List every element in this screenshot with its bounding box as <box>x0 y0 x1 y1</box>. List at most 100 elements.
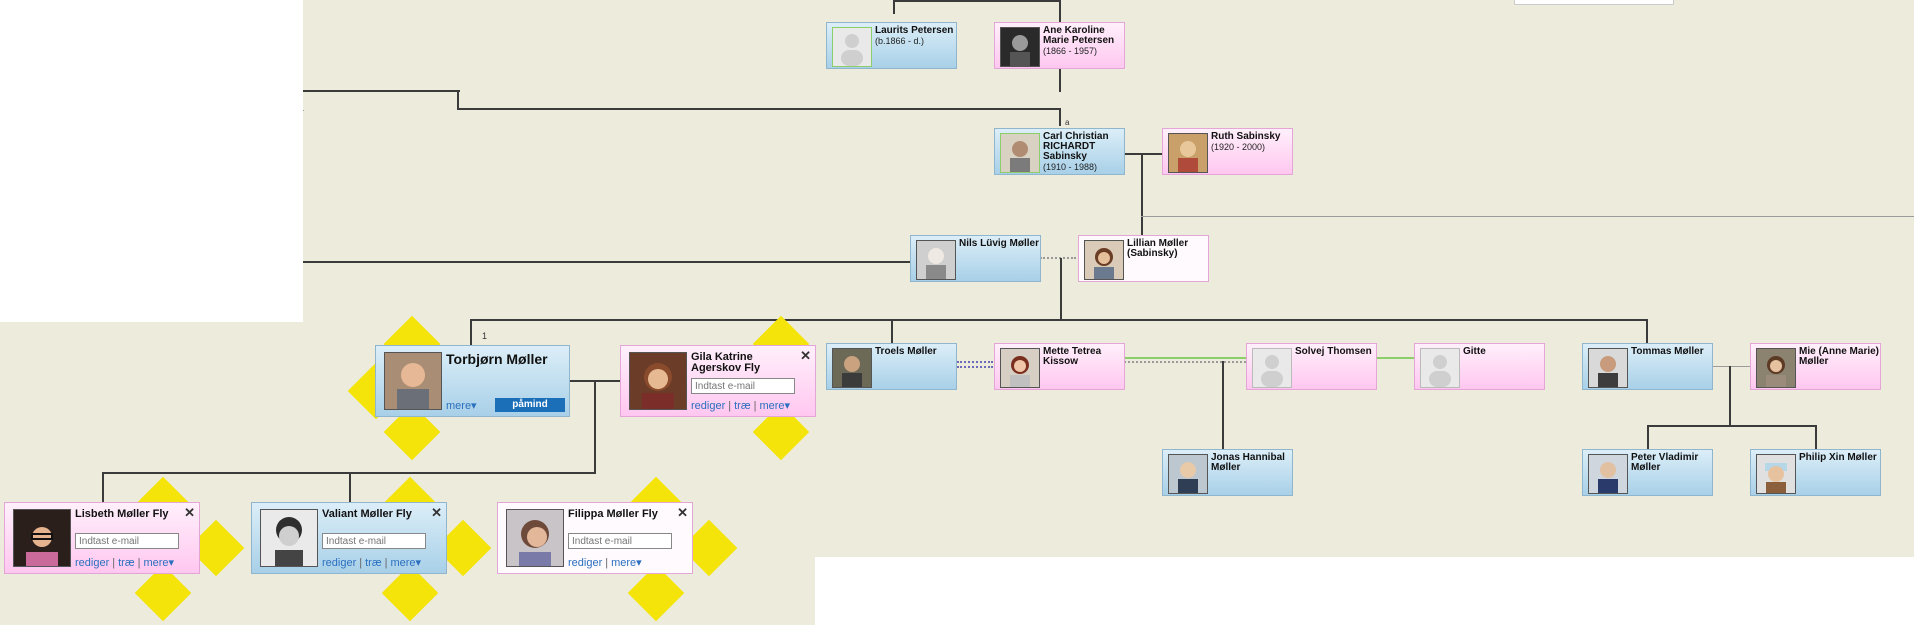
connector <box>303 261 910 263</box>
partner-link <box>1124 361 1246 363</box>
tree-link[interactable]: træ <box>734 400 751 412</box>
person-dates: (1910 - 1988) <box>1043 162 1098 172</box>
more-menu-link[interactable]: mere▾ <box>611 557 642 569</box>
edit-link[interactable]: rediger <box>75 557 110 569</box>
person-photo <box>1756 348 1796 388</box>
close-icon[interactable]: ✕ <box>800 348 811 363</box>
person-card-troels[interactable]: Troels Møller <box>826 343 957 390</box>
person-photo <box>260 509 318 567</box>
person-card-mette[interactable]: Mette Tetrea Kissow <box>994 343 1125 390</box>
person-name: Mie (Anne Marie) Møller <box>1799 346 1880 367</box>
person-card-jonas[interactable]: Jonas Hannibal Møller <box>1162 449 1293 496</box>
connector <box>303 110 304 111</box>
person-name: Peter Vladimir Møller <box>1631 452 1699 473</box>
person-photo <box>1000 133 1040 173</box>
close-icon[interactable]: ✕ <box>184 505 195 520</box>
close-icon[interactable]: ✕ <box>431 505 442 520</box>
email-field[interactable] <box>322 533 426 549</box>
partner-link <box>1376 357 1414 359</box>
person-card-philip[interactable]: Philip Xin Møller <box>1750 449 1881 496</box>
person-card-tommas[interactable]: Tommas Møller <box>1582 343 1713 390</box>
person-name: Ruth Sabinsky <box>1211 131 1281 142</box>
person-name: Mette Tetrea Kissow <box>1043 346 1102 367</box>
person-card-ane[interactable]: Ane Karoline Marie Petersen(1866 - 1957) <box>994 22 1125 69</box>
connector <box>1124 153 1162 155</box>
person-photo <box>506 509 564 567</box>
person-card-ruth[interactable]: Ruth Sabinsky(1920 - 2000) <box>1162 128 1293 175</box>
connector <box>1729 366 1731 426</box>
connector <box>457 90 459 110</box>
remind-button[interactable]: påmind <box>495 398 565 412</box>
person-card-carl[interactable]: Carl Christian RICHARDT Sabinsky(1910 - … <box>994 128 1125 175</box>
person-dates: (1920 - 2000) <box>1211 142 1266 152</box>
connector <box>893 0 1061 2</box>
person-name: Philip Xin Møller <box>1799 452 1877 463</box>
person-name: Lisbeth Møller Fly <box>75 508 169 520</box>
person-card-torbjorn[interactable]: Torbjørn Møller mere▾ påmind <box>375 345 570 417</box>
person-name: Gitte <box>1463 346 1486 357</box>
person-photo <box>1588 454 1628 494</box>
person-name: Nils Lüvig Møller <box>959 238 1040 249</box>
separator: | <box>359 557 363 569</box>
person-card-lisbeth[interactable]: Lisbeth Møller Fly ✕ rediger|træ|mere▾ <box>4 502 200 574</box>
more-menu-link[interactable]: mere▾ <box>390 557 422 569</box>
person-silhouette-icon <box>1420 348 1460 388</box>
person-photo <box>1588 348 1628 388</box>
edit-link[interactable]: rediger <box>322 557 357 569</box>
email-field[interactable] <box>691 378 795 394</box>
connector <box>891 319 893 343</box>
person-photo <box>1168 454 1208 494</box>
connector <box>102 472 104 502</box>
person-name: Troels Møller <box>875 346 937 357</box>
person-name: Filippa Møller Fly <box>568 508 658 520</box>
separator: | <box>728 400 732 412</box>
connector <box>1060 258 1062 321</box>
person-card-lillian[interactable]: Lillian Møller (Sabinsky) <box>1078 235 1209 282</box>
person-card-gitte[interactable]: Gitte <box>1414 343 1545 390</box>
person-photo <box>13 509 71 567</box>
person-card-peter[interactable]: Peter Vladimir Møller <box>1582 449 1713 496</box>
connector <box>1646 319 1648 343</box>
more-menu-link[interactable]: mere▾ <box>143 557 175 569</box>
edit-link[interactable]: rediger <box>568 557 603 569</box>
person-card-mie[interactable]: Mie (Anne Marie) Møller <box>1750 343 1881 390</box>
partner-link <box>1040 257 1076 259</box>
person-name: Laurits Petersen <box>875 25 954 36</box>
close-icon[interactable]: ✕ <box>677 505 688 520</box>
tree-link[interactable]: træ <box>118 557 135 569</box>
connector <box>470 319 472 351</box>
person-card-valiant[interactable]: Valiant Møller Fly ✕ rediger|træ|mere▾ <box>251 502 447 574</box>
separator: | <box>753 400 757 412</box>
connector <box>349 472 351 502</box>
person-name: Gila Katrine Agerskov Fly <box>691 351 761 374</box>
connector <box>470 319 1648 321</box>
page-number-label: 1 <box>482 331 488 341</box>
top-right-panel-edge <box>1514 0 1674 5</box>
edit-link[interactable]: rediger <box>691 400 726 412</box>
person-dates: (b.1866 - d.) <box>875 36 925 46</box>
person-name: Jonas Hannibal Møller <box>1211 452 1285 473</box>
partner-link <box>957 361 993 363</box>
separator: | <box>112 557 116 569</box>
connector <box>1222 361 1224 449</box>
person-card-gila[interactable]: Gila Katrine Agerskov Fly ✕ rediger|træ|… <box>620 345 816 417</box>
person-photo <box>1000 27 1040 67</box>
person-card-solvej[interactable]: Solvej Thomsen <box>1246 343 1377 390</box>
person-card-nils[interactable]: Nils Lüvig Møller <box>910 235 1041 282</box>
connector <box>1141 153 1143 239</box>
person-photo <box>1084 240 1124 280</box>
person-name: Valiant Møller Fly <box>322 508 412 520</box>
separator: | <box>605 557 609 569</box>
email-field[interactable] <box>75 533 179 549</box>
more-menu-link[interactable]: mere▾ <box>759 400 791 412</box>
person-photo <box>384 352 442 410</box>
tree-link[interactable]: træ <box>365 557 382 569</box>
person-name: Torbjørn Møller <box>446 351 548 367</box>
connector <box>1815 425 1817 450</box>
more-menu-link[interactable]: mere▾ <box>446 400 477 412</box>
person-card-laurits[interactable]: Laurits Petersen(b.1866 - d.) <box>826 22 957 69</box>
connector <box>1713 366 1751 367</box>
email-field[interactable] <box>568 533 672 549</box>
person-card-filippa[interactable]: Filippa Møller Fly ✕ rediger|mere▾ <box>497 502 693 574</box>
connector <box>457 108 1061 110</box>
